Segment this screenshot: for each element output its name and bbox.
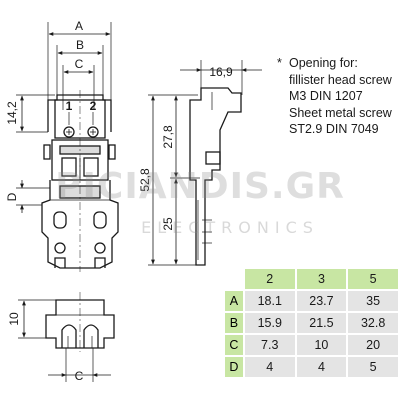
row-header: C (225, 335, 243, 355)
table-row: C 7.3 10 20 (225, 335, 398, 355)
dim-label-c-bottom: C (75, 369, 84, 383)
table-row: B 15.9 21.5 32.8 (225, 313, 398, 333)
row-header: D (225, 357, 243, 377)
table-cell: 32.8 (348, 313, 398, 333)
dim-label-d: D (5, 192, 19, 201)
dim-label-a: A (75, 19, 83, 33)
front-view (16, 22, 119, 272)
table-cell: 23.7 (296, 291, 347, 311)
table-cell: 7.3 (244, 335, 295, 355)
table-row: D 4 4 5 (225, 357, 398, 377)
dim-label-16-9: 16,9 (209, 65, 233, 79)
note-line: M3 DIN 1207 (289, 89, 363, 103)
dim-label-10: 10 (7, 312, 21, 326)
dim-label-14-2: 14,2 (5, 101, 19, 125)
table-cell: 4 (244, 357, 295, 377)
note-line: fillister head screw (289, 72, 392, 87)
dim-label-52-8: 52,8 (138, 168, 152, 192)
column-header: 5 (348, 269, 398, 289)
table-header-row: 2 3 5 (225, 269, 398, 289)
dim-label-27-8: 27,8 (161, 125, 175, 149)
table-cell: 5 (348, 357, 398, 377)
side-view (148, 60, 262, 266)
table-cell: 18.1 (244, 291, 295, 311)
table-row: A 18.1 23.7 35 (225, 291, 398, 311)
position-label-2: 2 (90, 99, 97, 113)
watermark-subtitle: ELECTRONICS (141, 218, 319, 237)
table-cell: 15.9 (244, 313, 295, 333)
note-line: ST2.9 DIN 7049 (289, 122, 379, 136)
column-header: 2 (244, 269, 295, 289)
dim-label-25: 25 (161, 217, 175, 231)
row-header: A (225, 291, 243, 311)
table-cell: 10 (296, 335, 347, 355)
table-cell: 21.5 (296, 313, 347, 333)
table-corner-cell (225, 269, 243, 289)
note-asterisk: * (277, 56, 282, 70)
screw-opening-note: * Opening for: fillister head screw M3 D… (277, 55, 398, 138)
dim-label-c-top: C (75, 57, 84, 71)
column-header: 3 (296, 269, 347, 289)
dim-label-b: B (76, 38, 84, 52)
row-header: B (225, 313, 243, 333)
table-cell: 4 (296, 357, 347, 377)
table-cell: 35 (348, 291, 398, 311)
position-label-1: 1 (66, 99, 73, 113)
watermark-logo: PICIANDIS.GR (55, 166, 345, 207)
note-line: Opening for: (289, 56, 358, 70)
bottom-view (18, 292, 115, 382)
table-cell: 20 (348, 335, 398, 355)
dimension-table: 2 3 5 A 18.1 23.7 35 B 15.9 21.5 32.8 C … (223, 267, 400, 379)
note-line: Sheet metal screw (289, 105, 392, 120)
